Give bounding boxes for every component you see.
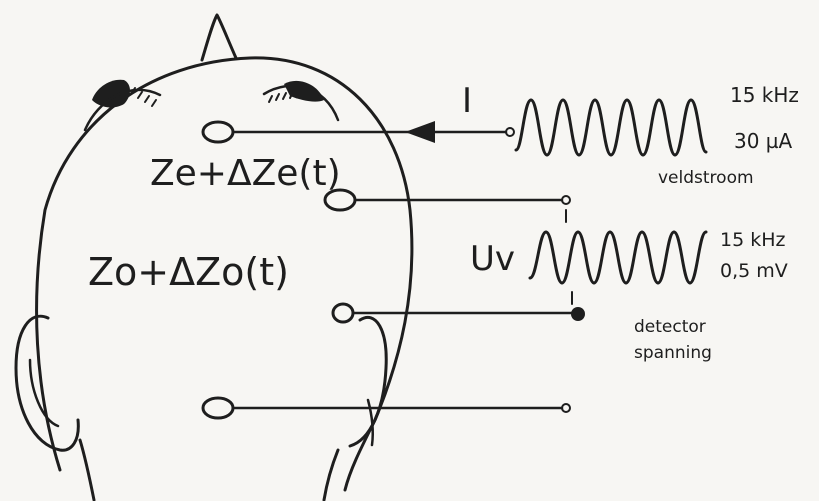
electrode-bottom — [201, 396, 571, 420]
left-eye — [83, 79, 162, 132]
voltage-symbol: Uv — [470, 239, 515, 279]
current-terminal — [505, 127, 515, 137]
voltage-amplitude-text: 0,5 mV — [720, 260, 788, 282]
electrode-mid-upper — [323, 188, 571, 223]
current-arrow-icon — [405, 121, 435, 143]
head-top-knot — [200, 13, 238, 62]
current-waveform — [514, 98, 708, 157]
electrode-mid-lower — [331, 291, 585, 324]
neck-left — [78, 438, 96, 501]
current-amplitude-text: 30 µA — [734, 129, 793, 153]
voltage-frequency-text: 15 kHz — [720, 229, 786, 251]
detector-text-line1: detector — [634, 317, 706, 337]
detector-text-line2: spanning — [634, 343, 712, 363]
impedance-electrode-label: Ze+ΔZe(t) — [150, 153, 341, 194]
voltage-waveform — [528, 230, 708, 285]
voltage-terminal-upper — [561, 195, 571, 205]
neck-right — [322, 448, 340, 501]
detector-terminal — [571, 307, 585, 321]
left-ear — [14, 314, 80, 452]
head-figure — [14, 13, 414, 501]
current-frequency-text: 15 kHz — [730, 83, 799, 107]
electrode-top — [201, 120, 515, 144]
ground-terminal — [561, 403, 571, 413]
current-name-text: veldstroom — [658, 168, 754, 188]
head-outline — [35, 56, 414, 492]
right-eye — [262, 80, 340, 122]
right-ear — [348, 316, 388, 448]
impedance-body-label: Zo+ΔZo(t) — [88, 250, 289, 294]
current-symbol: I — [462, 81, 472, 121]
